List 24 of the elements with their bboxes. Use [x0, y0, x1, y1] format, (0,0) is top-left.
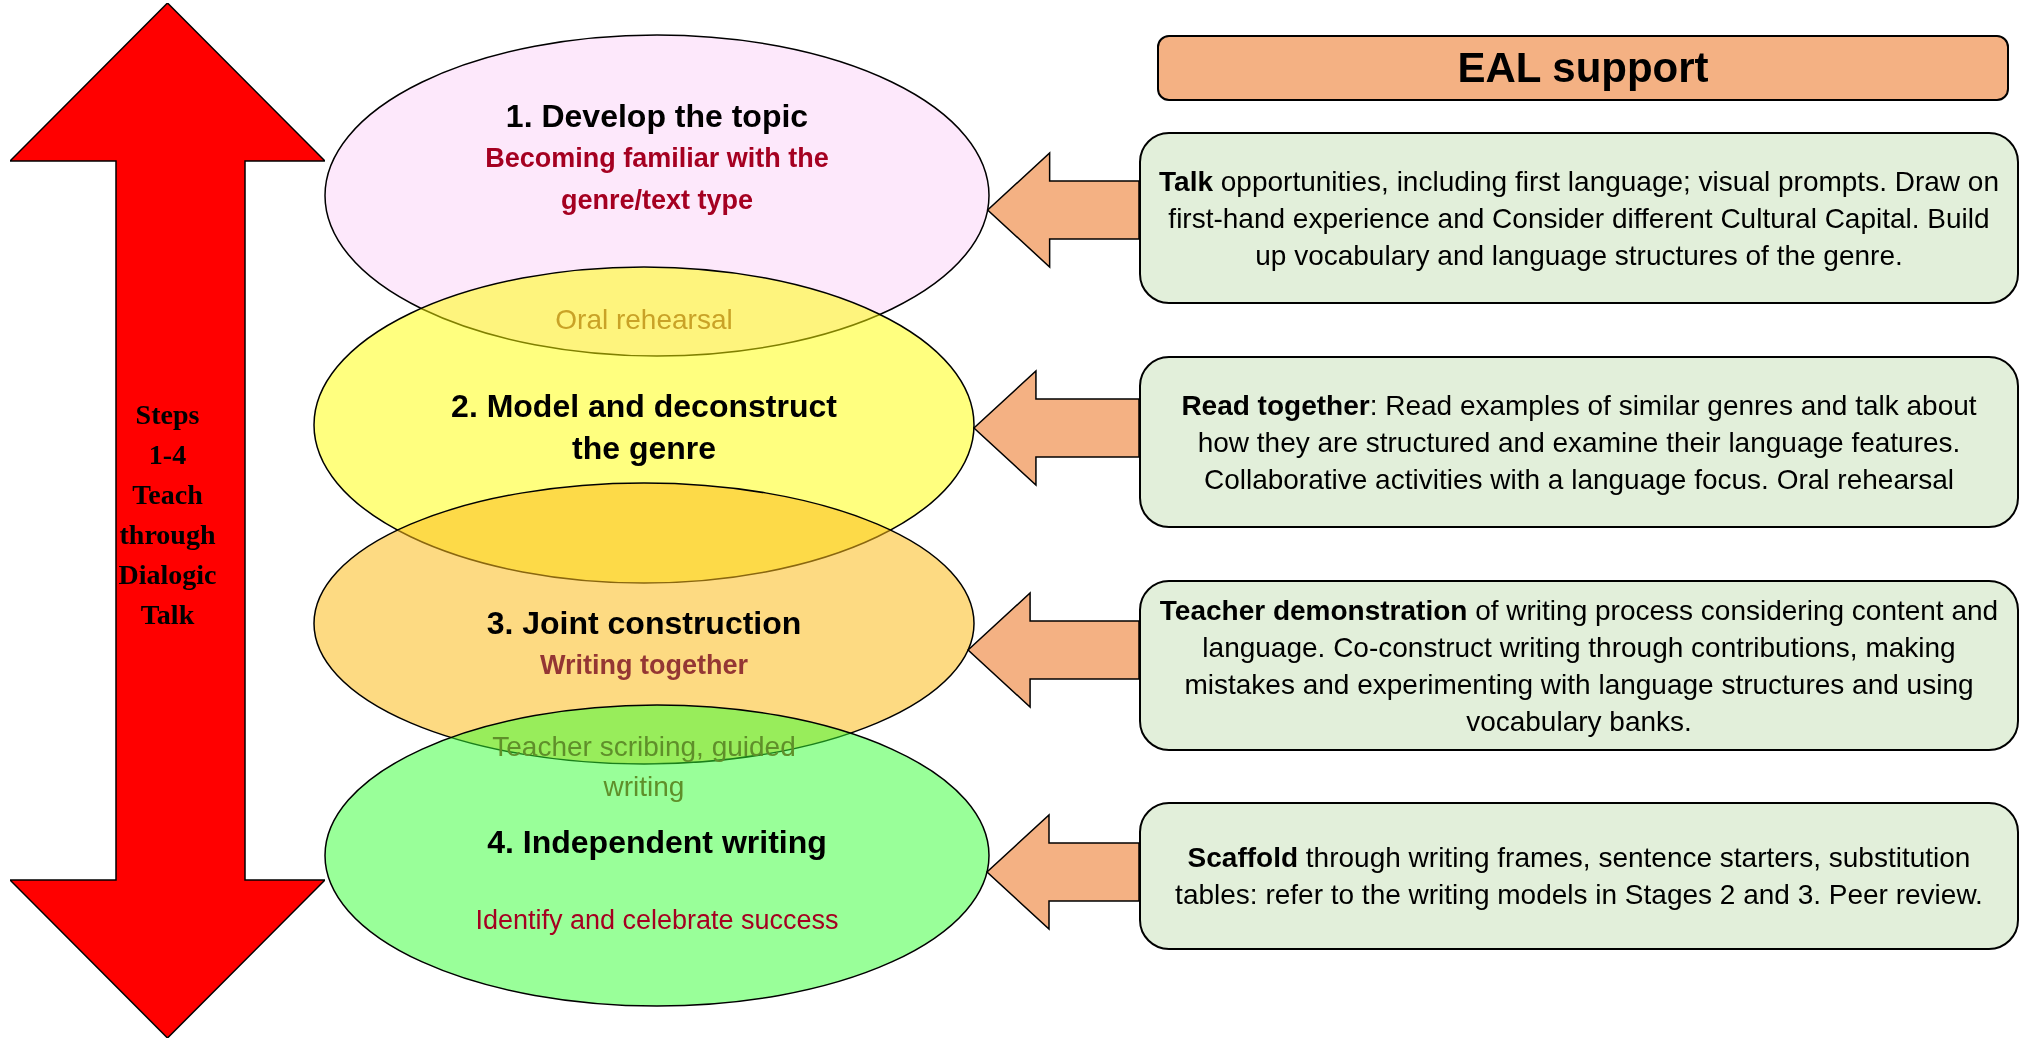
- support-text: Scaffold through writing frames, sentence starters, substitution tables: refer to the writing models in Stages 2 and 3. Peer review.: [1174, 841, 1984, 912]
- arrow-label: Steps 1-4 Teach through Dialogic Talk: [117, 398, 218, 632]
- stage-subtitle: Writing together: [540, 649, 748, 682]
- stage-heading: 3. Joint construction: [486, 604, 802, 643]
- support-text: Read together: Read examples of similar genres and talk about how they are structured and examine their language features. Collaborative activities with a language focus. Oral rehearsal: [1180, 388, 1978, 497]
- block-arrow: [985, 813, 1140, 931]
- header-box: [1157, 35, 2009, 101]
- support-text: Talk opportunities, including first language; visual prompts. Draw on first-hand experience and Consider different Cultural Capital. Build up vocabulary and language structures of the genre.: [1158, 164, 2000, 273]
- support-box: [1139, 356, 2019, 528]
- support-box: [1139, 132, 2019, 304]
- block-arrow: [972, 369, 1140, 487]
- support-box: [1139, 580, 2019, 751]
- block-arrow: [986, 151, 1140, 269]
- overlap-label: Oral rehearsal: [555, 303, 733, 337]
- header-text: EAL support: [1457, 44, 1709, 92]
- support-text: Teacher demonstration of writing process considering content and language. Co-construct writing through contributions, making mistakes and experimenting with language structures and using vocabulary banks.: [1158, 593, 2000, 739]
- stage-subtitle: Becoming familiar with the genre/text type: [484, 142, 830, 217]
- stage-heading: 1. Develop the topic: [505, 97, 809, 136]
- support-box: [1139, 802, 2019, 950]
- stage-heading: 2. Model and deconstruct the genre: [450, 387, 838, 468]
- block-arrow: [966, 591, 1140, 709]
- overlap-label: Teacher scribing, guided writing: [491, 730, 797, 804]
- stage-heading: 4. Independent writing: [487, 823, 827, 862]
- stage-subtitle: Identify and celebrate success: [475, 904, 839, 937]
